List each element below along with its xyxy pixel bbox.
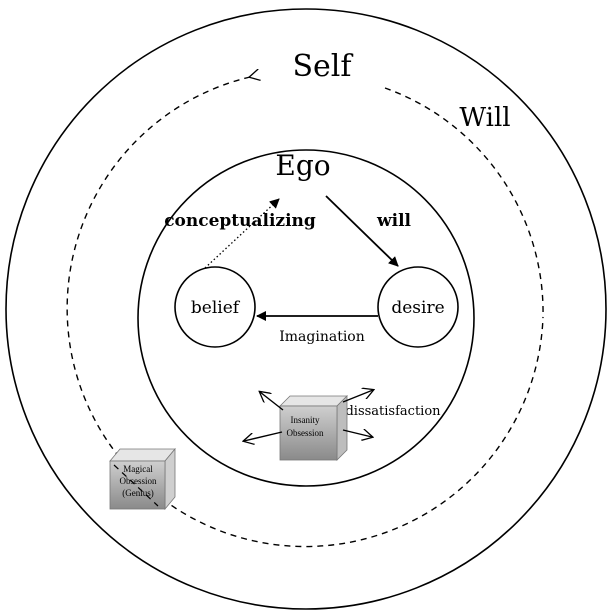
insanity-line-1: Insanity [291,415,320,425]
insanity-obsession-box: Insanity Obsession [279,395,348,461]
self-label: Self [292,49,353,84]
desire-circle [377,266,459,348]
dissatisfaction-label: dissatisfaction [345,404,441,419]
will-inner-label: will [376,211,412,231]
ego-circle [137,149,475,487]
outer-circle [5,8,607,610]
belief-circle [174,266,256,348]
conceptualizing-label: conceptualizing [164,211,316,231]
magical-line-3: (Genius) [122,488,154,498]
will-outer-label: Will [459,103,510,133]
desire-label: desire [391,298,444,318]
imagination-label: Imagination [279,329,365,345]
insanity-arrow-right [342,430,372,437]
magical-obsession-box: Magical Obsession (Genius) [109,447,176,511]
magical-line-2: Obsession [119,476,157,486]
magical-line-1: Magical [123,464,153,474]
will-arrow [325,195,399,267]
insanity-line-2: Obsession [286,428,324,438]
dashed-orbit-right [384,87,544,318]
conceptualizing-arrow [204,198,280,269]
insanity-arrow-up-right [342,390,373,403]
insanity-arrow-left [244,431,283,441]
insanity-arrow-up-left [260,392,284,411]
ego-label: Ego [275,149,330,182]
belief-label: belief [191,298,241,318]
